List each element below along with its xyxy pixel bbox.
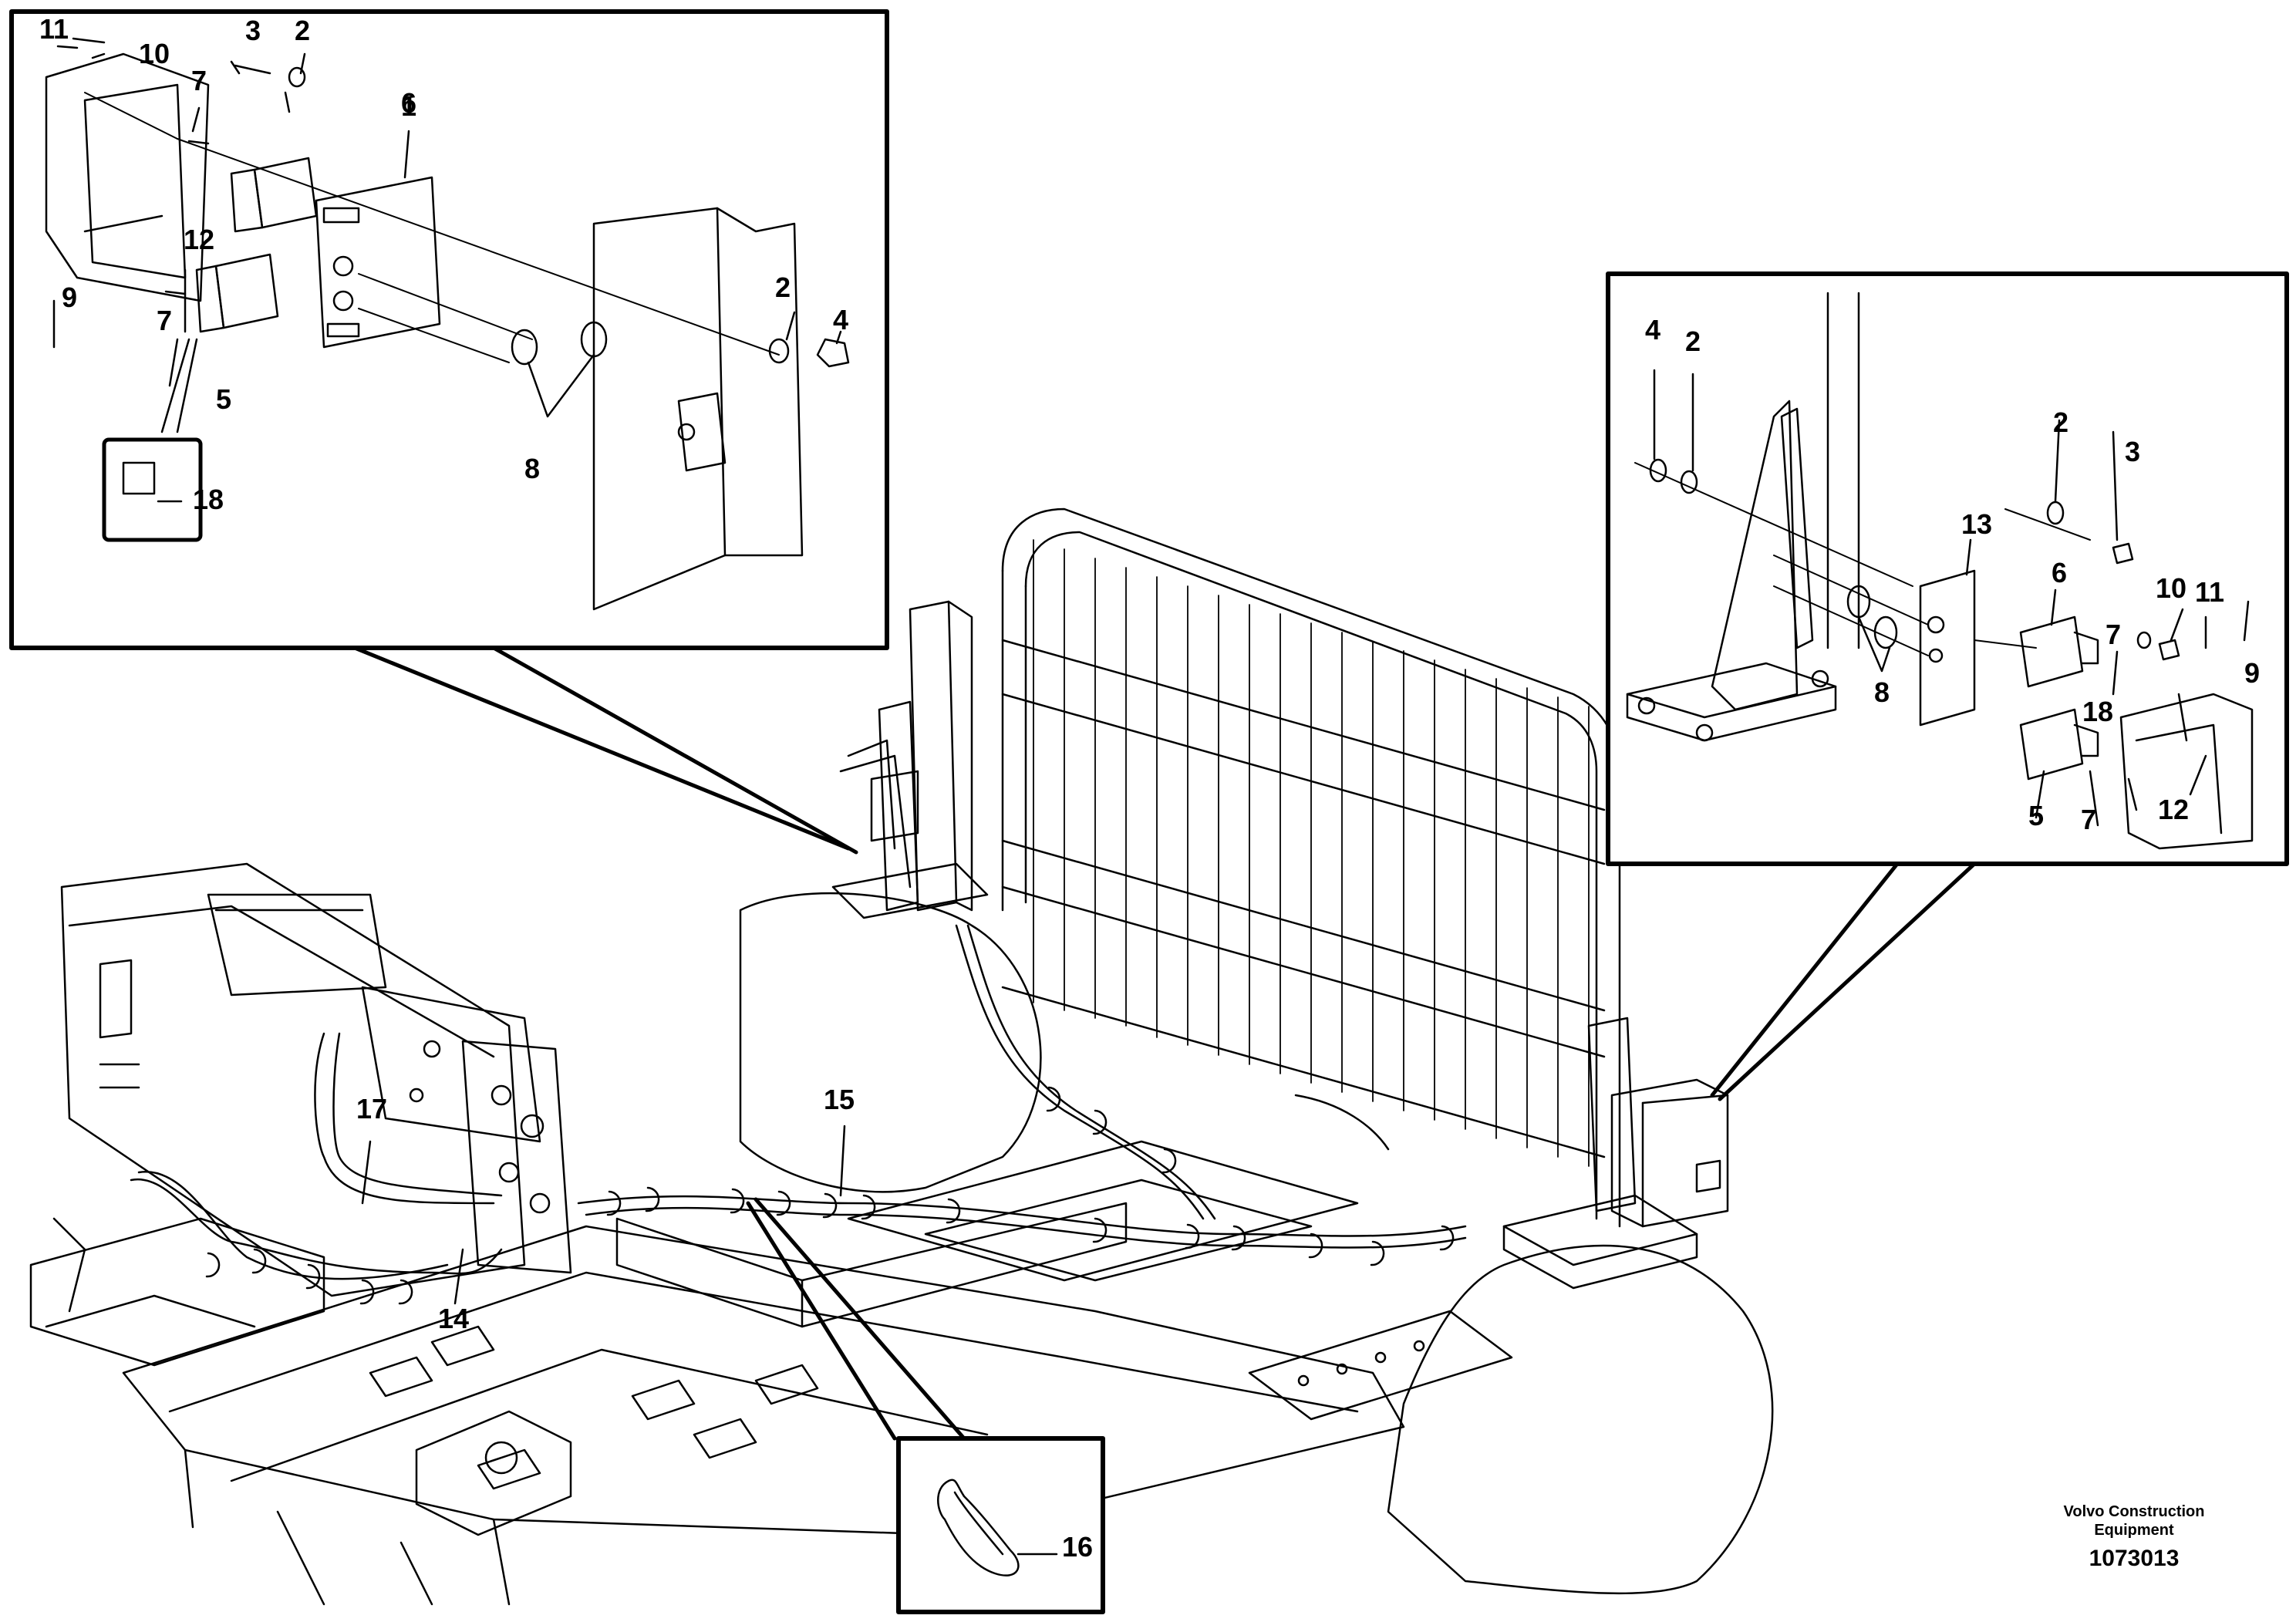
callout-12: 12 <box>2158 794 2189 825</box>
credit-company-name: Volvo Construction Equipment <box>2063 1503 2205 1539</box>
callout-4: 4 <box>1645 314 1660 346</box>
callout-18: 18 <box>2082 696 2113 727</box>
drawing-number: 1073013 <box>2089 1546 2180 1571</box>
callout-14: 14 <box>438 1303 469 1334</box>
callout-2: 2 <box>2053 406 2068 438</box>
main-leaders <box>361 1125 846 1305</box>
callout-2: 2 <box>775 271 791 303</box>
callout-6: 6 <box>401 87 416 119</box>
callout-7: 7 <box>157 305 172 336</box>
callout-11: 11 <box>39 13 69 45</box>
detail-box-clip <box>896 1436 1105 1614</box>
detail-box-right <box>1606 271 2289 866</box>
callout-1: 1 <box>401 90 416 122</box>
callout-10: 10 <box>2156 572 2186 604</box>
machine-frame-drawing <box>29 508 1774 1614</box>
callout-6: 6 <box>2052 557 2067 588</box>
callout-10: 10 <box>139 38 170 69</box>
callout-8: 8 <box>524 453 540 484</box>
callout-2: 2 <box>1685 325 1701 357</box>
callout-3: 3 <box>245 15 261 46</box>
callout-18: 18 <box>193 484 224 515</box>
callout-7: 7 <box>2106 619 2121 650</box>
callout-12: 12 <box>184 224 214 255</box>
callout-15: 15 <box>824 1084 855 1115</box>
callout-2: 2 <box>295 15 310 46</box>
callout-11: 11 <box>2195 576 2224 608</box>
callout-9: 9 <box>2244 657 2260 689</box>
zoom-leaders <box>352 646 1977 1441</box>
callout-13: 13 <box>1961 508 1992 540</box>
callout-3: 3 <box>2125 436 2140 467</box>
callout-5: 5 <box>216 383 231 415</box>
callout-9: 9 <box>62 282 77 313</box>
detail-box-left <box>9 9 889 650</box>
callout-7: 7 <box>2081 804 2096 835</box>
callout-17: 17 <box>356 1093 387 1125</box>
callout-5: 5 <box>2028 800 2044 831</box>
callout-4: 4 <box>833 304 848 336</box>
callout-7: 7 <box>191 65 207 96</box>
callout-8: 8 <box>1874 676 1890 708</box>
callout-16: 16 <box>1062 1531 1093 1563</box>
